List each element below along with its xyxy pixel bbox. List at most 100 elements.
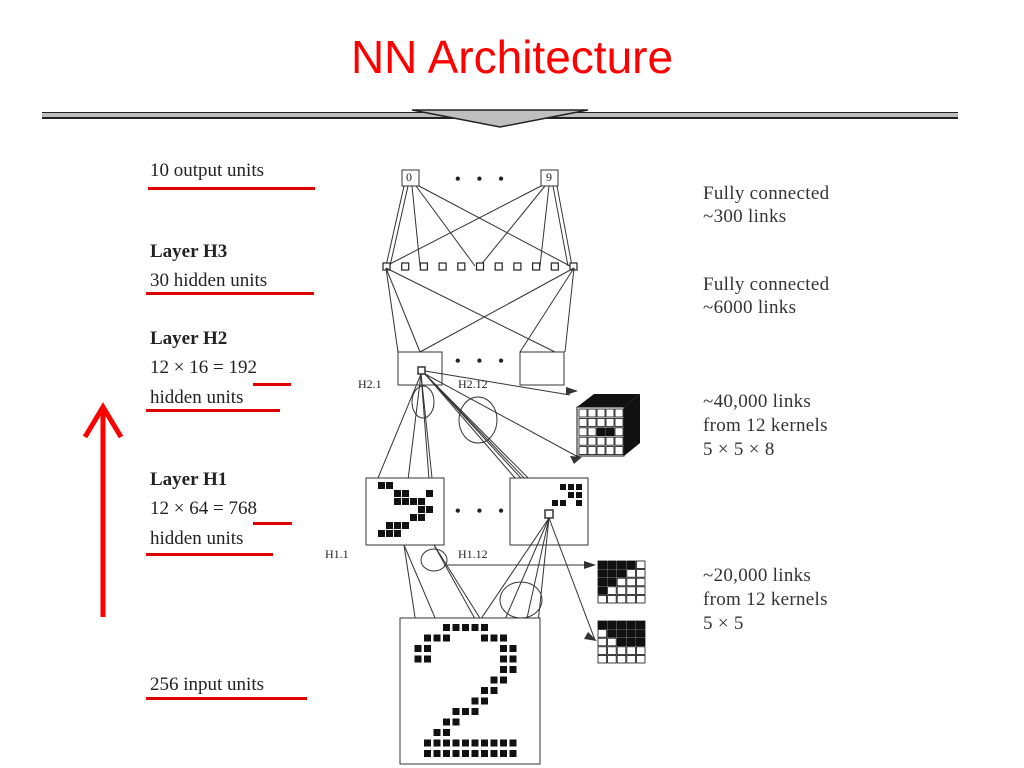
kernel-cell [578,446,588,456]
arrowhead-2 [570,456,582,464]
kernel-cell [626,586,636,595]
kernel-cell [605,427,615,437]
input-pixel [462,624,469,631]
h3-unit [457,262,466,271]
h2-formula-text: 12 × 16 = [150,357,229,378]
h1-pixel [560,500,566,506]
output-units-underline [148,187,315,190]
h1-receptive-field-ellipse-1 [420,548,448,572]
kernel-cell [605,436,615,446]
input-pixel [481,697,488,705]
input-pixel [424,750,431,757]
h1-pixel [560,484,566,490]
input-pixel [509,739,517,747]
input-pixel [414,645,422,652]
input-pixel [500,634,507,642]
h2-ellipsis: • • • [455,353,510,370]
h1-pixel [402,498,409,505]
kernel-cell [626,637,636,647]
input-pixel [509,750,517,757]
h1-pixel [386,530,393,537]
input-pixel [481,634,488,642]
input-pixel [414,655,422,663]
h1-pixel [394,490,401,497]
h2-last-label: H2.12 [458,377,488,391]
kernel-cell [607,586,617,595]
h1-pixel [418,506,425,513]
kernel-cell [636,620,646,629]
output-units-label: 10 output units [150,160,265,181]
kernel-cell [607,569,617,578]
kernel-cell [607,577,617,587]
input-pixel [433,634,441,642]
output-unit-first-label: 0 [406,170,412,184]
input-pixel [424,655,431,663]
h3-unit [401,262,410,271]
red-up-arrow-icon [82,402,124,617]
h1-count-underline [253,522,292,525]
h1-ellipsis: • • • [455,503,510,520]
layer-h2-title: Layer H2 [150,328,228,349]
conn1-line1: Fully connected [703,183,830,204]
kernel-cell [578,427,588,437]
input-pixel [500,739,507,747]
kernel-cell [616,655,627,664]
h3-unit [438,262,447,271]
kernel-cell [636,637,646,647]
kernel-cell [596,408,606,418]
kernel-cell [607,655,617,664]
h2-first-label: H2.1 [358,377,382,391]
h1-pixel [552,500,558,506]
input-pixel [452,718,460,726]
h1-pixel [576,484,582,490]
h1-pixel [394,530,401,537]
kernel-cell [587,417,597,427]
h3-to-h2-lines [385,267,575,353]
kernel-cell [587,427,597,437]
h1-pixel [402,522,409,529]
arrowhead-3 [584,561,596,569]
h2-hidden-units-label: hidden units [150,387,244,408]
input-pixel [433,739,441,747]
kernel-cell [614,427,624,437]
input-pixel [500,666,507,673]
kernel-cell [616,595,627,604]
kernel-cell [607,595,617,604]
h3-unit [494,262,503,271]
h2-unit-highlight [417,366,426,375]
kernel-cell [616,620,627,629]
output-fan-lines [385,185,573,267]
kernel-cell [616,569,627,578]
conn4-line3: 5 × 5 [703,613,744,634]
h1-pixel [378,482,385,489]
arrowhead-1 [566,387,578,395]
h1-formula-text: 12 × 64 = [150,498,229,519]
h1-last-label: H1.12 [458,547,488,561]
kernel-cell [607,637,617,647]
kernel-cell [578,436,588,446]
input-pixel [500,645,507,652]
h1-first-label: H1.1 [325,547,349,561]
h3-unit [419,262,428,271]
output-ellipsis: • • • [455,171,510,188]
input-pixel [500,676,507,684]
input-pixel [443,729,450,736]
conn4-line1: ~20,000 links [703,565,812,586]
kernel-cell [636,655,646,664]
kernel-cell [626,569,636,578]
kernel-cell [626,620,636,629]
h1-pixel [410,498,417,505]
kernel-2d-icon-2 [597,620,646,664]
input-pixel [509,645,517,652]
input-pixel [424,739,431,747]
input-pixel [452,624,460,631]
input-image-frame [399,617,541,765]
kernel-cell [596,417,606,427]
h3-units-underline [146,292,314,295]
kernel-cell [607,629,617,638]
kernel-cell [636,569,646,578]
h1-unit-highlight [544,509,554,519]
h3-units-row [382,262,578,271]
kernel-cell [616,629,627,638]
